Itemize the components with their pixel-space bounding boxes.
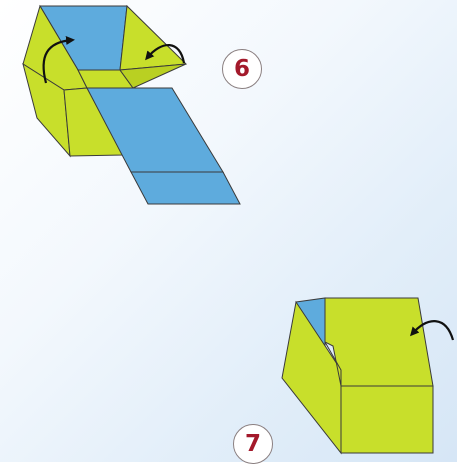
step-6-badge: 6 — [222, 49, 262, 89]
step-6-right-rim — [119, 63, 187, 89]
step-7-figure — [281, 297, 455, 455]
curved-arrow-icon — [42, 35, 75, 84]
curved-arrow-icon — [145, 44, 186, 64]
step-6-inner-right-wall — [119, 4, 188, 71]
step-7-front-face — [340, 385, 434, 454]
step-7-badge: 7 — [233, 424, 273, 464]
curved-arrow-icon — [410, 320, 455, 341]
step-6-flap-lower — [130, 171, 241, 205]
step-6-figure — [22, 4, 241, 205]
step-7-number: 7 — [244, 430, 261, 457]
step-7-crease-line — [324, 341, 342, 386]
step-6-number: 6 — [233, 55, 250, 82]
